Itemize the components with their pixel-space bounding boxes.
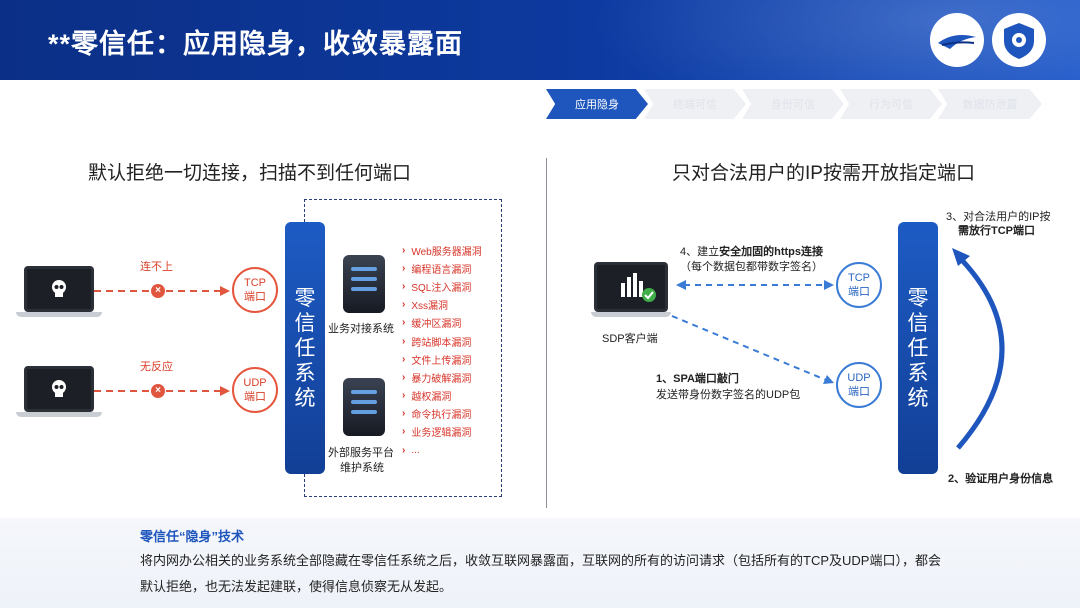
vuln-item: ›暴力破解漏洞 — [402, 371, 472, 385]
signal-bars-icon — [621, 273, 656, 302]
pillar-char: 系 — [907, 361, 929, 385]
external-platform-label: 外部服务平台 — [328, 447, 394, 459]
pillar-char: 任 — [907, 336, 929, 360]
port-label: TCP — [848, 272, 870, 284]
port-label: 端口 — [244, 291, 266, 303]
step3-line1: 3、对合法用户的IP按 — [946, 211, 1051, 223]
pillar-char: 零 — [907, 286, 929, 310]
step4-note: （每个数据包都带数字签名） — [680, 261, 823, 273]
port-label: 端口 — [848, 286, 870, 298]
vuln-item: ›跨站脚本漏洞 — [402, 335, 472, 349]
port-label: UDP — [847, 372, 871, 384]
footer-line: 将内网办公相关的业务系统全部隐藏在零信任系统之后，收敛互联网暴露面，互联网的所有… — [140, 553, 941, 568]
step-label: 数据防泄露 — [962, 99, 1018, 111]
blocked-x-icon: × — [151, 384, 165, 398]
sdp-client-laptop — [591, 262, 671, 317]
footer-line: 默认拒绝，也无法发起建联，使得信息侦察无从发起。 — [140, 579, 453, 594]
step-label: 身份可信 — [771, 99, 815, 111]
pillar-char: 任 — [294, 336, 316, 360]
vuln-item: ›业务逻辑漏洞 — [402, 426, 472, 440]
zero-trust-system-right: 零 信 任 系 统 — [898, 222, 938, 474]
vuln-item: ›越权漏洞 — [402, 390, 452, 404]
step-identity-trust[interactable]: 身份可信 — [742, 89, 844, 119]
step-label: 行为可信 — [869, 99, 913, 111]
business-system-label: 业务对接系统 — [328, 323, 394, 335]
pillar-char: 零 — [294, 286, 316, 310]
section-divider — [546, 158, 547, 508]
step2-label: 2、验证用户身份信息 — [948, 473, 1054, 485]
port-label: UDP — [243, 377, 267, 389]
footer-body: 将内网办公相关的业务系统全部隐藏在零信任系统之后，收敛互联网暴露面，互联网的所有… — [140, 548, 1000, 600]
step4-bold: 安全加固的https连接 — [719, 246, 824, 258]
step-app-stealth[interactable]: 应用隐身 — [546, 89, 648, 119]
zero-trust-system-left: 零 信 任 系 统 — [285, 222, 325, 474]
laptop-screen — [594, 262, 668, 312]
step-data-leak-prevention[interactable]: 数据防泄露 — [938, 89, 1042, 119]
vulnerability-list: ›Web服务器漏洞 ›编程语言漏洞 ›SQL注入漏洞 ›Xss漏洞 ›缓冲区漏洞… — [402, 241, 482, 459]
vuln-item: ›... — [402, 444, 420, 456]
tcp-port-closed: TCP 端口 — [232, 267, 278, 313]
right-heading: 只对合法用户的IP按需开放指定端口 — [672, 163, 975, 184]
udp-port-knock: UDP 端口 — [836, 362, 882, 408]
step3-line2: 需放行TCP端口 — [958, 225, 1035, 237]
port-label: 端口 — [244, 391, 266, 403]
vuln-item: ›编程语言漏洞 — [402, 262, 472, 276]
laptop-screen — [24, 266, 94, 312]
shield-logo-icon — [992, 13, 1046, 67]
label-no-connect: 连不上 — [140, 261, 173, 273]
skull-icon — [52, 280, 66, 297]
vuln-item: ›命令执行漏洞 — [402, 408, 472, 422]
attacker-laptop-1 — [16, 266, 102, 317]
vuln-item: ›SQL注入漏洞 — [402, 280, 472, 294]
step4-prefix: 4、建立 — [680, 246, 720, 258]
pillar-char: 信 — [294, 311, 316, 335]
skull-icon — [52, 380, 66, 397]
step-behavior-trust[interactable]: 行为可信 — [840, 89, 942, 119]
page-title: **零信任：应用隐身，收敛暴露面 — [48, 29, 464, 59]
pillar-char: 统 — [907, 386, 929, 410]
vuln-item: ›Web服务器漏洞 — [402, 244, 482, 258]
blocked-x-icon: × — [151, 284, 165, 298]
step-label: 终端可信 — [673, 99, 717, 111]
tcp-port-open: TCP 端口 — [836, 262, 882, 308]
maintenance-system-label: 维护系统 — [340, 462, 384, 474]
laptop-base — [16, 412, 102, 417]
step-terminal-trust[interactable]: 终端可信 — [644, 89, 746, 119]
pillar-char: 统 — [294, 386, 316, 410]
company-logo-icon — [930, 13, 984, 67]
udp-port-closed: UDP 端口 — [232, 367, 278, 413]
pillar-char: 系 — [294, 361, 316, 385]
label-no-response: 无反应 — [140, 361, 173, 373]
laptop-base — [16, 312, 102, 317]
sdp-client-label: SDP客户端 — [602, 333, 658, 345]
step1-title: 1、SPA端口敲门 — [656, 373, 739, 385]
port-label: 端口 — [848, 386, 870, 398]
vuln-item: ›缓冲区漏洞 — [402, 317, 462, 331]
server-icon — [343, 255, 385, 313]
footer-band — [0, 518, 1080, 608]
port-label: TCP — [244, 277, 266, 289]
server-icon — [343, 378, 385, 436]
attacker-laptop-2 — [16, 366, 102, 417]
left-heading: 默认拒绝一切连接，扫描不到任何端口 — [88, 163, 412, 184]
vuln-item: ›Xss漏洞 — [402, 299, 449, 313]
footer-title: 零信任“隐身”技术 — [140, 529, 245, 544]
step1-desc: 发送带身份数字签名的UDP包 — [656, 389, 801, 401]
vuln-item: ›文件上传漏洞 — [402, 353, 472, 367]
laptop-screen — [24, 366, 94, 412]
step-label: 应用隐身 — [575, 99, 619, 111]
step4-label: 4、建立安全加固的https连接 — [680, 243, 823, 259]
laptop-base — [591, 312, 671, 317]
pillar-char: 信 — [907, 311, 929, 335]
